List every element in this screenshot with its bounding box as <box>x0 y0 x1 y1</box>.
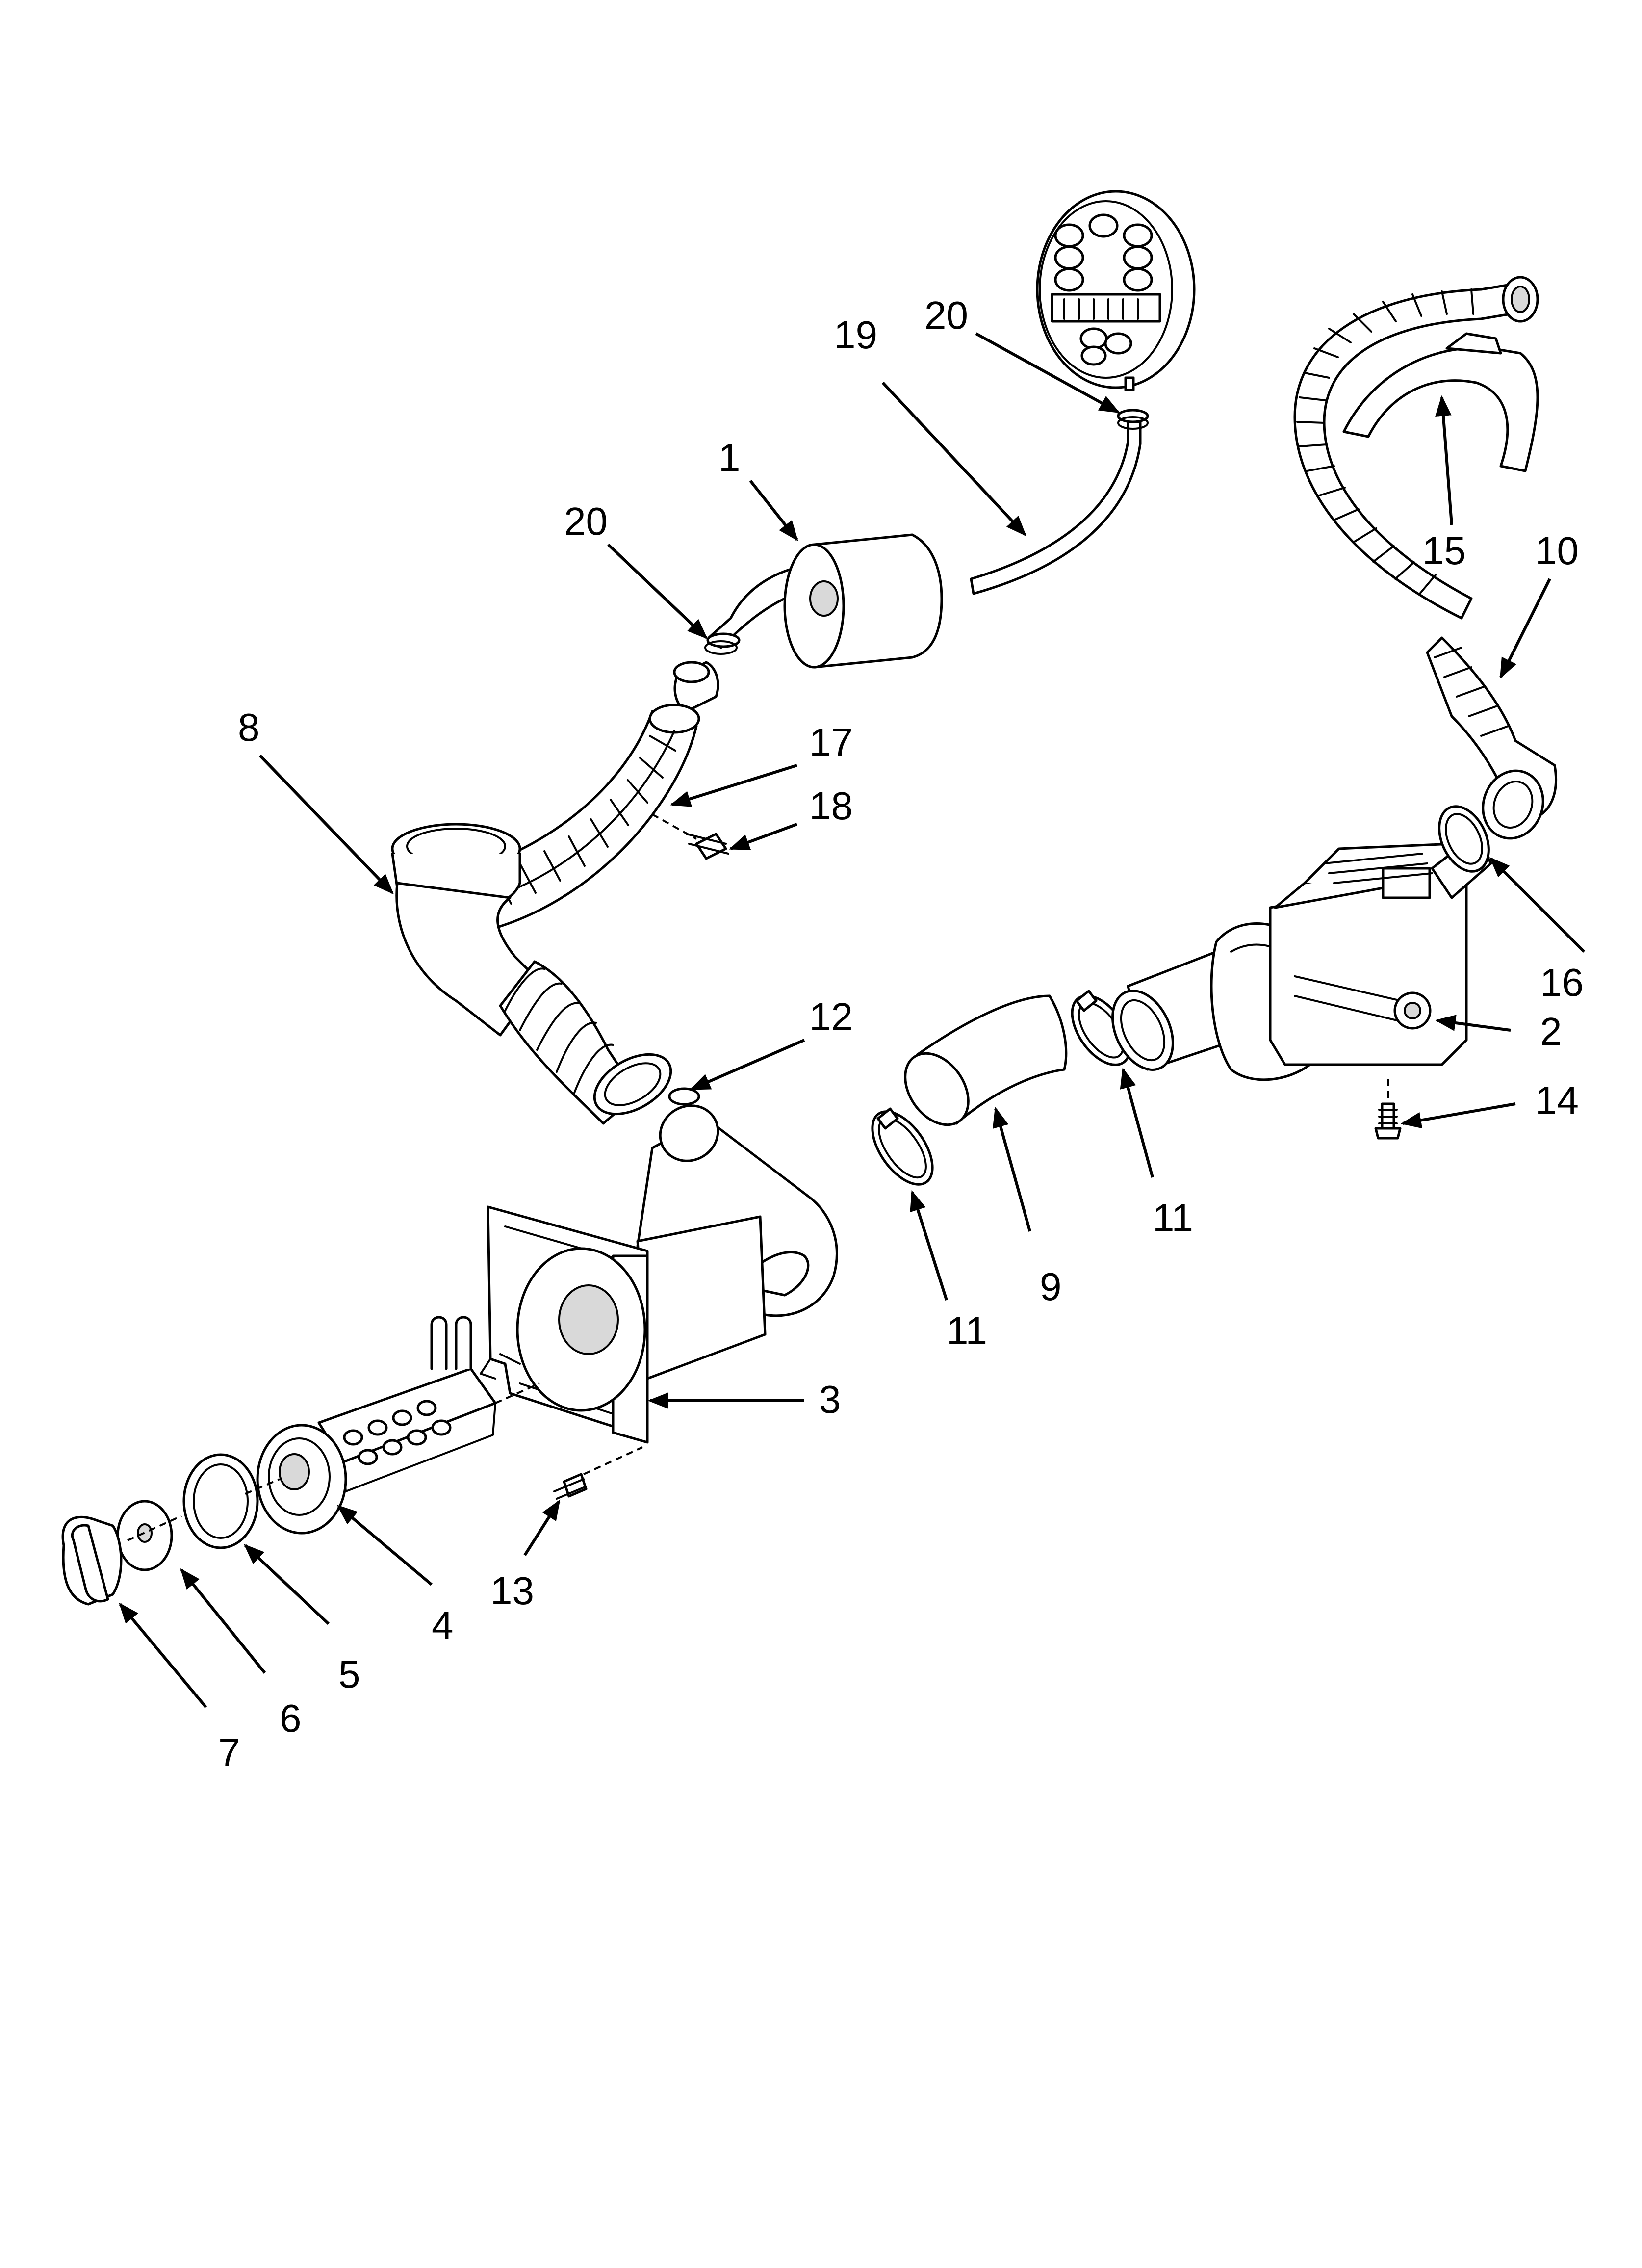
filter-knob <box>61 1515 123 1606</box>
callout-11-left: 11 <box>947 1309 987 1353</box>
callout-17: 17 <box>809 720 853 764</box>
callout-8: 8 <box>238 705 260 749</box>
callout-20-left: 20 <box>564 499 608 543</box>
callout-16: 16 <box>1540 961 1584 1004</box>
callout-12: 12 <box>809 995 853 1039</box>
callout-3: 3 <box>819 1378 841 1421</box>
callout-14: 14 <box>1535 1078 1579 1122</box>
air-dome <box>783 533 943 669</box>
hose-nipple <box>673 661 719 713</box>
hose-clamp-left <box>704 632 741 655</box>
hose-clamp-top <box>1117 409 1149 430</box>
callout-6: 6 <box>280 1696 302 1740</box>
callout-labels: 1 2 3 4 5 6 7 8 9 10 11 11 12 13 14 15 1… <box>218 293 1584 1774</box>
callout-9: 9 <box>1040 1265 1062 1308</box>
mounting-screw-hose <box>652 813 729 860</box>
pump-inlet-hose <box>904 994 1068 1126</box>
hose-clamp-drain <box>1438 805 1490 873</box>
hose-clamp-inlet-left <box>871 1107 934 1186</box>
callout-18: 18 <box>809 784 853 828</box>
leader-lines <box>119 332 1586 1708</box>
callout-20-top: 20 <box>924 293 968 337</box>
callout-7: 7 <box>218 1731 240 1774</box>
callout-5: 5 <box>338 1652 360 1696</box>
hose-bracket <box>1342 332 1539 472</box>
hose-clamp-sump <box>668 1087 700 1106</box>
callout-11-right: 11 <box>1153 1196 1193 1240</box>
drain-pump <box>1111 833 1492 1081</box>
callout-1: 1 <box>718 436 741 479</box>
o-ring <box>182 1453 259 1549</box>
callout-13: 13 <box>490 1569 534 1613</box>
filter-housing <box>480 1104 838 1444</box>
callout-4: 4 <box>432 1603 454 1647</box>
callout-15: 15 <box>1422 529 1466 573</box>
callout-19: 19 <box>834 313 877 357</box>
callout-10: 10 <box>1535 529 1579 573</box>
drain-hose <box>1293 276 1558 840</box>
coin-trap-filter <box>256 1316 497 1535</box>
pressure-switch <box>1036 190 1196 391</box>
sump-hose <box>391 704 700 1125</box>
washer <box>116 1500 173 1571</box>
callout-2: 2 <box>1540 1010 1562 1053</box>
mounting-screw-housing <box>553 1446 643 1500</box>
pump-mounting-screw <box>1374 1079 1402 1140</box>
